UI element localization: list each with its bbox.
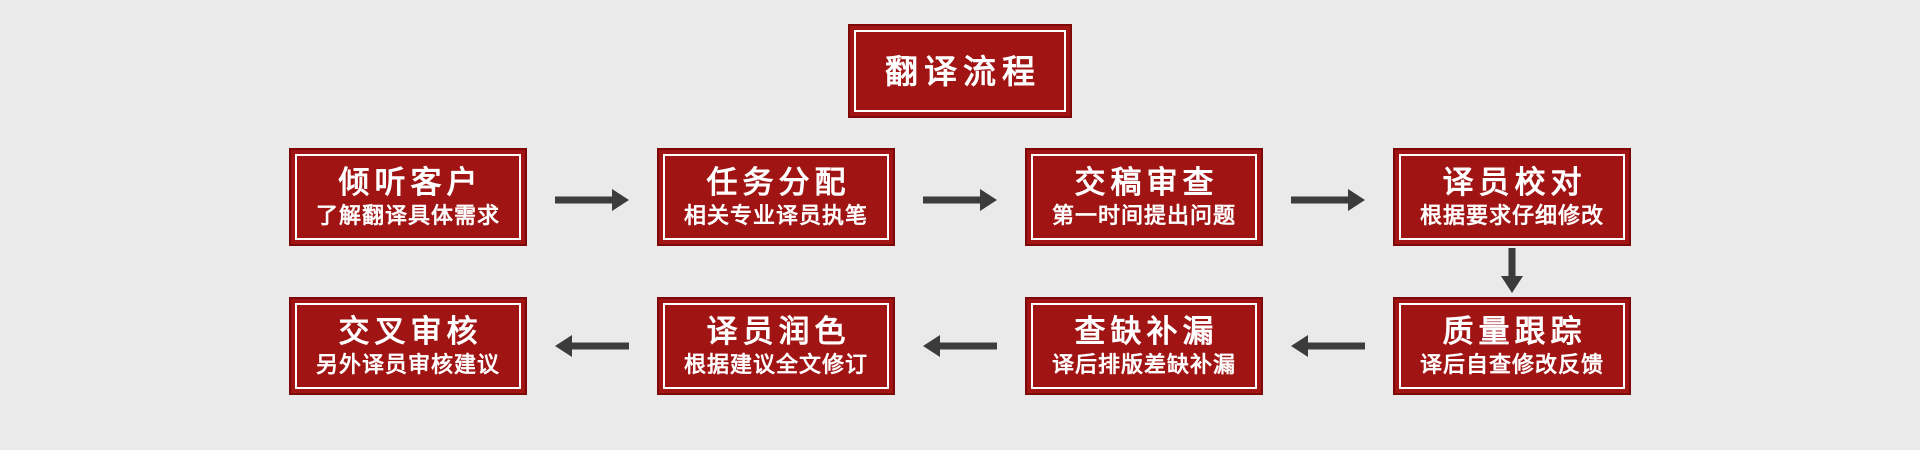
flow-step-title: 交叉审核	[338, 314, 483, 349]
flow-step-quality-tracking: 质量跟踪 译后自查修改反馈	[1393, 297, 1631, 395]
flow-step-subtitle: 第一时间提出问题	[1051, 203, 1236, 228]
flow-step-translator-proofreading: 译员校对 根据要求仔细修改	[1393, 148, 1631, 246]
flow-step-title: 译员校对	[1442, 165, 1587, 200]
flow-step-subtitle: 相关专业译员执笔	[683, 203, 868, 228]
arrow-left-icon	[555, 335, 629, 357]
flow-step-title: 交稿审查	[1074, 165, 1219, 200]
flow-step-title: 质量跟踪	[1442, 314, 1587, 349]
flow-step-title: 译员润色	[706, 314, 851, 349]
flow-step-subtitle: 译后自查修改反馈	[1419, 352, 1604, 377]
arrow-left-icon	[923, 335, 997, 357]
flow-step-subtitle: 译后排版差缺补漏	[1051, 352, 1236, 377]
flow-step-listen-customer: 倾听客户 了解翻译具体需求	[289, 148, 527, 246]
flow-step-title: 查缺补漏	[1074, 314, 1219, 349]
arrow-left-icon	[1291, 335, 1365, 357]
arrow-right-icon	[1291, 189, 1365, 211]
flow-title: 翻译流程	[885, 52, 1041, 90]
flow-step-translator-polishing: 译员润色 根据建议全文修订	[657, 297, 895, 395]
flow-step-subtitle: 了解翻译具体需求	[315, 203, 500, 228]
flow-step-subtitle: 根据建议全文修订	[683, 352, 868, 377]
flow-step-gap-filling: 查缺补漏 译后排版差缺补漏	[1025, 297, 1263, 395]
flow-step-cross-review: 交叉审核 另外译员审核建议	[289, 297, 527, 395]
flow-step-subtitle: 另外译员审核建议	[315, 352, 500, 377]
flow-step-subtitle: 根据要求仔细修改	[1419, 203, 1604, 228]
flow-step-task-assignment: 任务分配 相关专业译员执笔	[657, 148, 895, 246]
arrow-right-icon	[923, 189, 997, 211]
flow-title-box: 翻译流程	[848, 24, 1072, 118]
arrow-right-icon	[555, 189, 629, 211]
arrow-down-icon	[1501, 248, 1523, 293]
flow-step-draft-review: 交稿审查 第一时间提出问题	[1025, 148, 1263, 246]
flow-step-title: 倾听客户	[338, 165, 483, 200]
flow-step-title: 任务分配	[706, 165, 851, 200]
